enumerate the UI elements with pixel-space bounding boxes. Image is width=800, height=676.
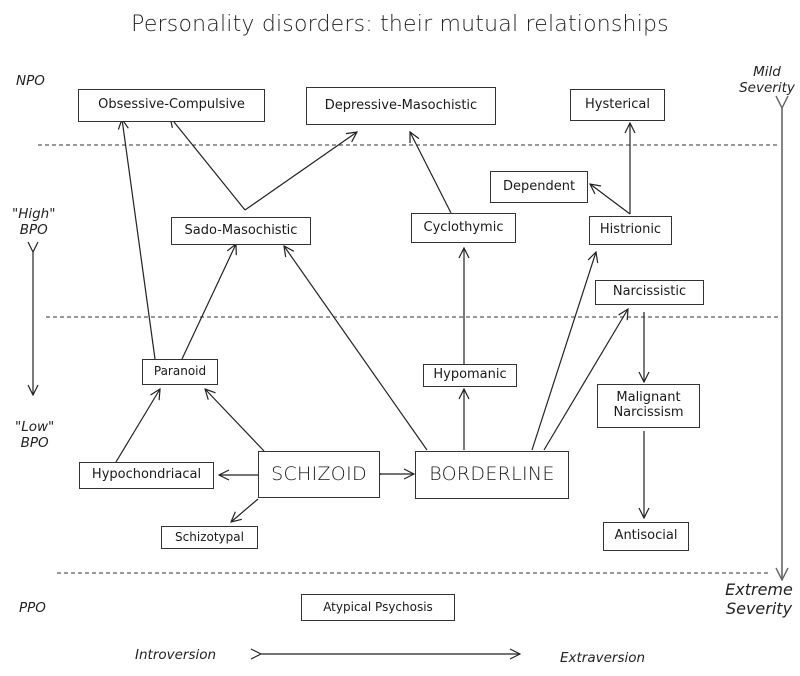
edge-borderline-sado-masochistic bbox=[284, 246, 428, 451]
node-narcissistic: Narcissistic bbox=[595, 280, 704, 305]
level-label-high-bpo: "High" BPO bbox=[12, 206, 56, 239]
node-antisocial: Antisocial bbox=[603, 522, 689, 551]
node-hypochondriacal: Hypochondriacal bbox=[79, 462, 214, 489]
edge-histrionic-dependent bbox=[590, 184, 631, 215]
diagram-title: Personality disorders: their mutual rela… bbox=[131, 12, 669, 37]
level-label-npo: NPO bbox=[16, 73, 45, 89]
node-obsessive-compulsive: Obsessive-Compulsive bbox=[78, 89, 265, 122]
node-schizoid: SCHIZOID bbox=[258, 451, 380, 498]
severity-label-extreme: Extreme Severity bbox=[725, 580, 793, 619]
level-label-low-bpo: "Low" BPO bbox=[15, 419, 55, 452]
edge-hypochondriacal-paranoid bbox=[115, 389, 160, 463]
node-depressive-masochistic: Depressive-Masochistic bbox=[306, 87, 496, 125]
edge-schizoid-schizotypal bbox=[231, 498, 259, 522]
node-sado-masochistic: Sado-Masochistic bbox=[171, 217, 311, 245]
edge-cyclothymic-depressive-masochistic bbox=[410, 132, 452, 214]
edge-borderline-narcissistic bbox=[543, 309, 628, 451]
node-dependent: Dependent bbox=[490, 171, 588, 203]
edge-paranoid-obsessive-compulsive bbox=[122, 119, 156, 360]
edge-paranoid-sado-masochistic bbox=[181, 244, 236, 360]
node-cyclothymic: Cyclothymic bbox=[411, 213, 516, 243]
node-hypomanic: Hypomanic bbox=[423, 364, 517, 387]
severity-label-mild: Mild Severity bbox=[739, 64, 795, 97]
node-histrionic: Histrionic bbox=[589, 216, 672, 245]
edge-sado-masochistic-depressive-masochistic bbox=[244, 132, 357, 211]
node-borderline: BORDERLINE bbox=[415, 451, 569, 499]
node-malignant-narcissism: Malignant Narcissism bbox=[597, 384, 700, 428]
node-schizotypal: Schizotypal bbox=[161, 526, 258, 549]
node-paranoid: Paranoid bbox=[142, 359, 218, 385]
node-atypical-psychosis: Atypical Psychosis bbox=[301, 594, 455, 621]
edge-schizoid-paranoid bbox=[205, 389, 265, 452]
level-label-ppo: PPO bbox=[19, 600, 46, 616]
edge-sado-masochistic-obsessive-compulsive bbox=[170, 117, 246, 211]
axis-label-introversion: Introversion bbox=[135, 647, 217, 663]
edge-borderline-histrionic bbox=[531, 252, 596, 451]
node-hysterical: Hysterical bbox=[570, 89, 665, 121]
axis-label-extraversion: Extraversion bbox=[560, 650, 646, 666]
